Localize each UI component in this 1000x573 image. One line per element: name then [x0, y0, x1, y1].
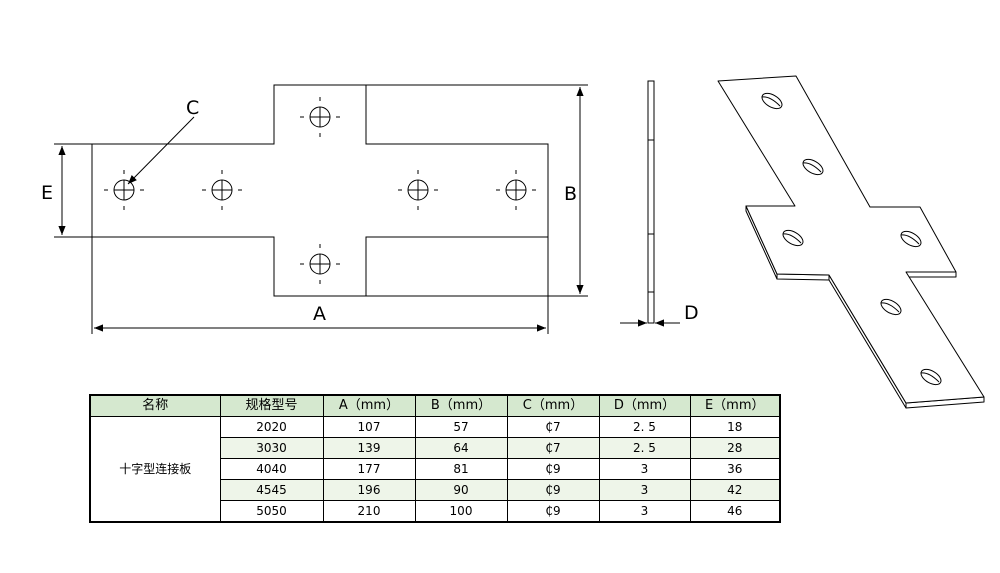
dimension-b	[366, 84, 588, 297]
table-cell: 3	[598, 458, 691, 480]
header-c: C（mm）	[506, 394, 600, 417]
table-cell: ₵9	[506, 479, 600, 501]
table-cell: 46	[689, 500, 781, 523]
table-cell: 177	[322, 458, 416, 480]
table-row: 4040 177 81 ₵9 3 36	[90, 458, 781, 480]
dimension-e	[54, 143, 92, 238]
table-cell: 3	[598, 479, 691, 501]
header-a: A（mm）	[322, 394, 416, 417]
table-cell: 36	[689, 458, 781, 480]
hole	[300, 97, 340, 137]
table-cell: 3030	[219, 437, 324, 459]
table-row: 3030 139 64 ₵7 2. 5 28	[90, 437, 781, 459]
product-name-cell: 十字型连接板	[89, 416, 221, 523]
table-row: 5050 210 100 ₵9 3 46	[90, 500, 781, 523]
dimension-a	[91, 237, 549, 334]
table-cell: 42	[689, 479, 781, 501]
spec-table: 名称 规格型号 A（mm） B（mm） C（mm） D（mm） E（mm） 十字…	[89, 394, 781, 523]
mounting-holes	[104, 97, 536, 284]
dimension-label-e: E	[41, 182, 53, 204]
hole	[398, 170, 438, 210]
header-name: 名称	[89, 394, 221, 417]
table-cell: 81	[414, 458, 508, 480]
table-cell: 5050	[219, 500, 324, 523]
table-row: 4545 196 90 ₵9 3 42	[90, 479, 781, 501]
dimension-label-c: C	[186, 97, 199, 119]
table-cell: 100	[414, 500, 508, 523]
table-cell: 18	[689, 416, 781, 438]
table-header-row: 名称 规格型号 A（mm） B（mm） C（mm） D（mm） E（mm）	[89, 394, 781, 417]
table-cell: 107	[322, 416, 416, 438]
hole	[496, 170, 536, 210]
table-cell: 139	[322, 437, 416, 459]
table-cell: ₵7	[506, 416, 600, 438]
table-cell: 196	[322, 479, 416, 501]
isometric-view	[717, 75, 985, 409]
hole	[202, 170, 242, 210]
hole	[300, 244, 340, 284]
dimension-c-leader	[127, 116, 195, 185]
header-b: B（mm）	[414, 394, 508, 417]
header-d: D（mm）	[598, 394, 691, 417]
side-view	[647, 80, 655, 324]
hole	[104, 170, 144, 210]
table-cell: ₵7	[506, 437, 600, 459]
table-cell: 2. 5	[598, 437, 691, 459]
table-cell: 4545	[219, 479, 324, 501]
table-cell: 2020	[219, 416, 324, 438]
dimension-label-d: D	[684, 302, 699, 324]
table-cell: 3	[598, 500, 691, 523]
table-cell: 4040	[219, 458, 324, 480]
isometric-hole-inner-arcs	[761, 96, 940, 383]
header-model: 规格型号	[219, 394, 324, 417]
table-cell: ₵9	[506, 500, 600, 523]
dimension-label-b: B	[564, 183, 577, 205]
table-row: 十字型连接板 2020 107 57 ₵7 2. 5 18	[89, 416, 781, 523]
table-cell: 2. 5	[598, 416, 691, 438]
table-cell: 90	[414, 479, 508, 501]
header-e: E（mm）	[689, 394, 781, 417]
dimension-label-a: A	[313, 303, 326, 325]
table-cell: 64	[414, 437, 508, 459]
table-cell: 57	[414, 416, 508, 438]
table-cell: 210	[322, 500, 416, 523]
table-cell: 28	[689, 437, 781, 459]
table-cell: ₵9	[506, 458, 600, 480]
